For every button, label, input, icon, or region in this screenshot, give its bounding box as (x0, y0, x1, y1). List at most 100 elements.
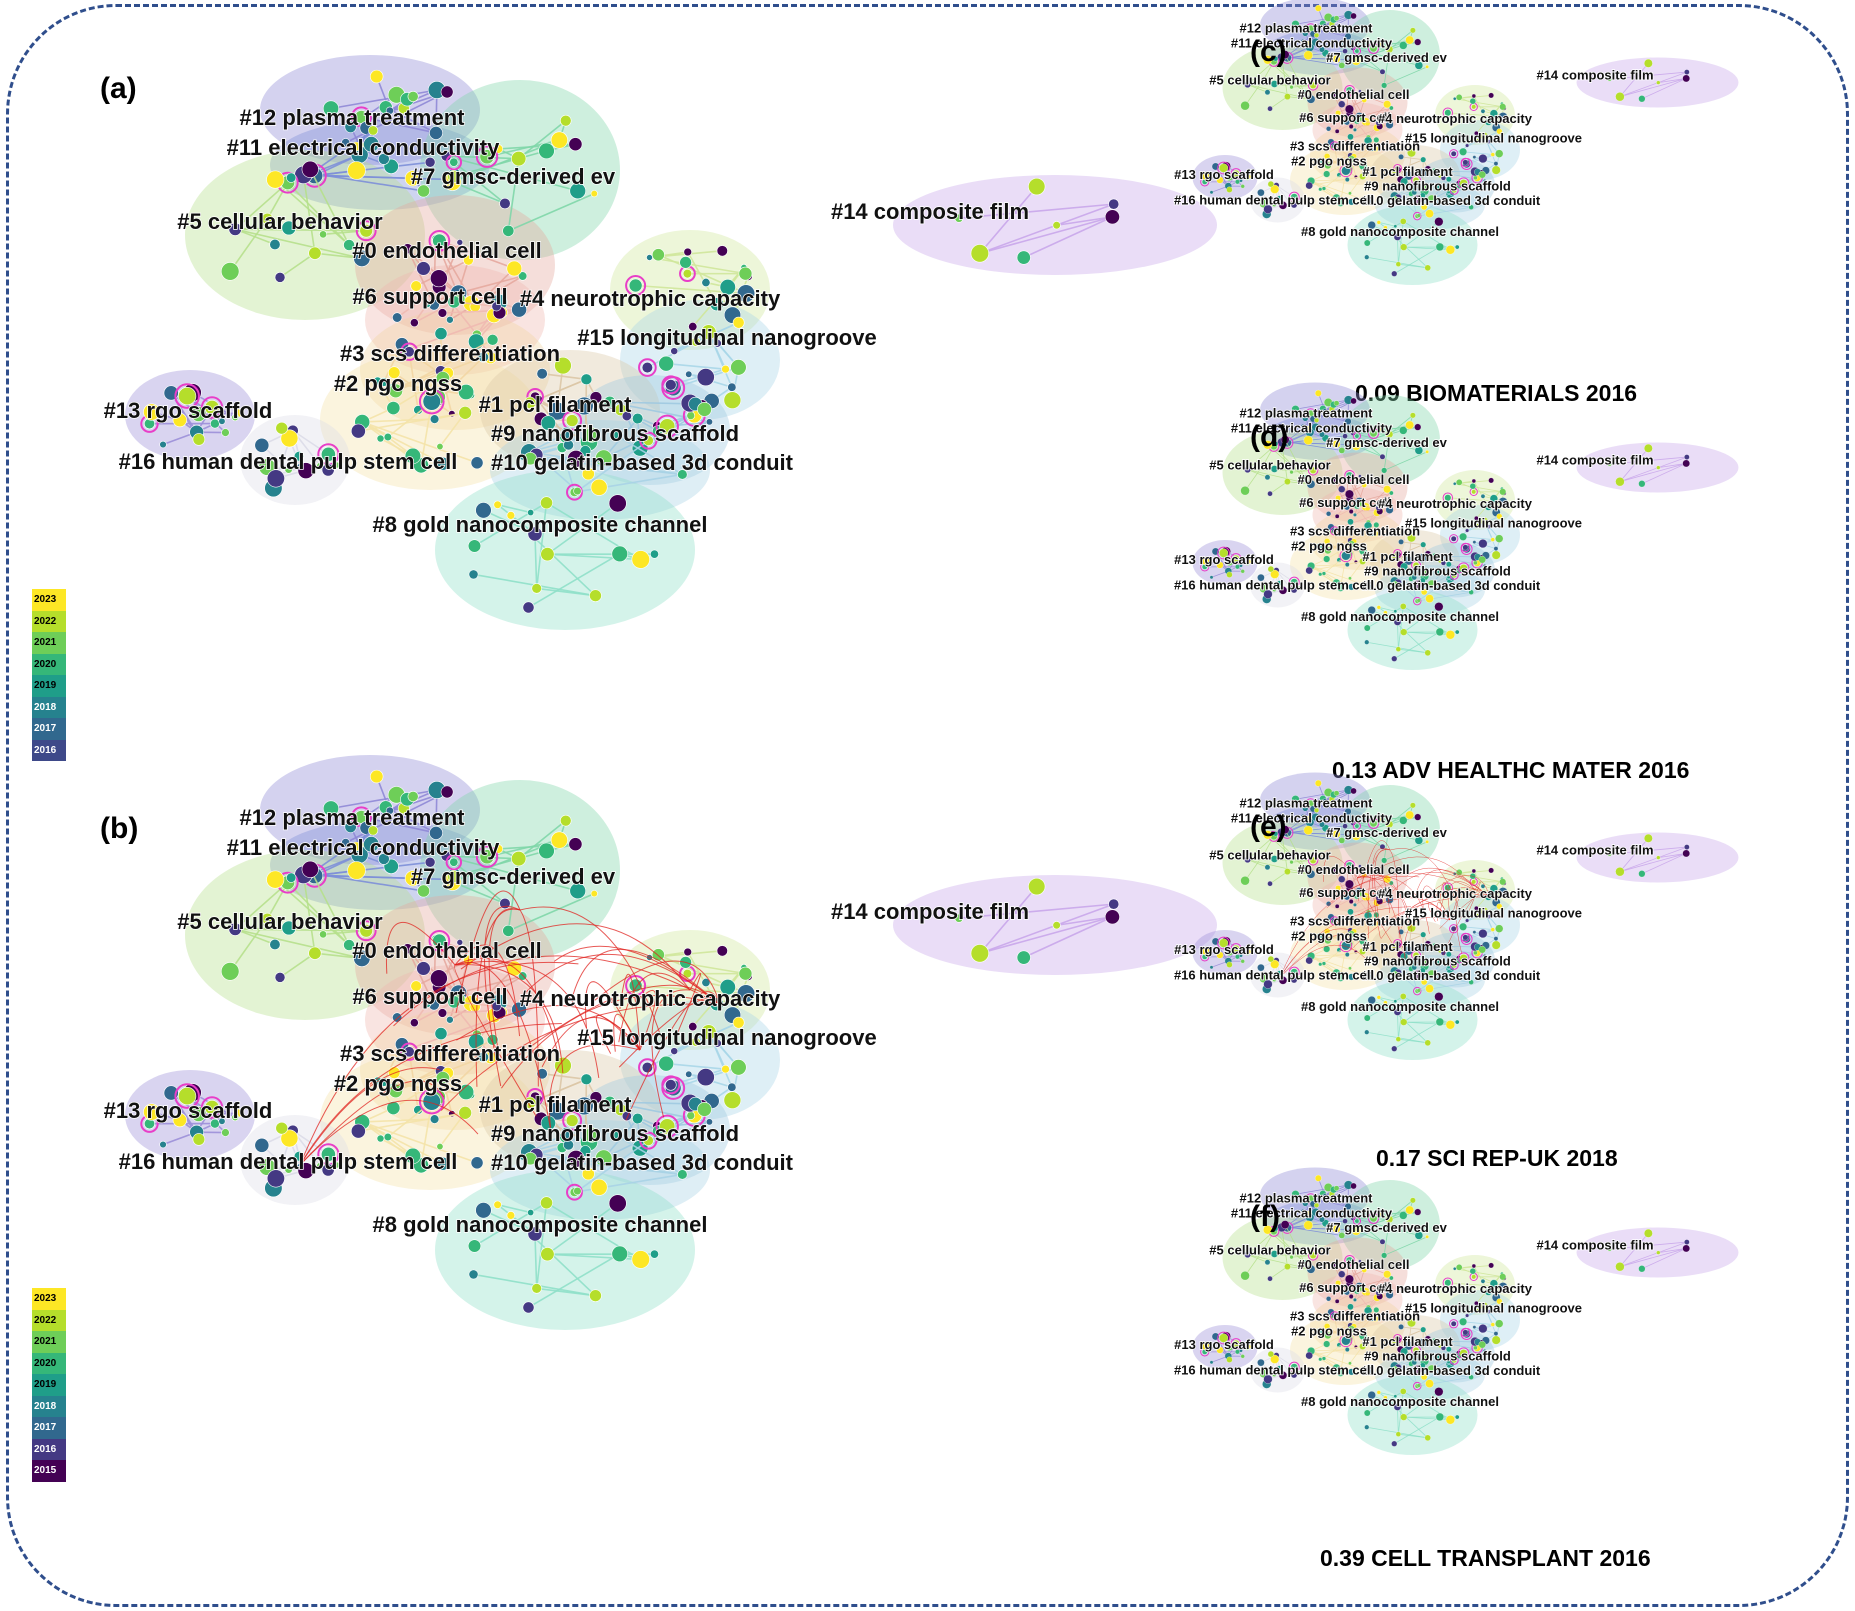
network-node (1245, 176, 1250, 181)
cluster-link (274, 178, 350, 246)
network-node (1462, 544, 1469, 551)
burst-node-ring (1344, 84, 1356, 96)
cluster-link (1619, 63, 1649, 97)
cluster-area-5 (185, 150, 425, 320)
network-node (1373, 522, 1380, 528)
cluster-area-7 (1340, 785, 1440, 875)
cluster-link (1269, 481, 1288, 495)
network-node (1385, 1290, 1394, 1299)
network-node (1444, 109, 1452, 117)
citation-edge (454, 964, 537, 1117)
network-node (682, 268, 693, 279)
cluster-link (1310, 1350, 1369, 1372)
cluster-link (1418, 964, 1455, 991)
citation-edge (1279, 875, 1420, 978)
network-node (1395, 261, 1401, 267)
network-node (1314, 389, 1322, 397)
burst-node-ring (1339, 939, 1353, 953)
burst-node-ring (1352, 46, 1362, 56)
network-node (1444, 1279, 1452, 1287)
cluster-link (1352, 432, 1419, 451)
cluster-link (1276, 569, 1295, 583)
burst-node-ring (1344, 1254, 1356, 1266)
cluster-link (420, 401, 433, 466)
network-node (1314, 807, 1320, 813)
cluster-link (1619, 853, 1687, 873)
network-node (547, 401, 567, 421)
burst-node-ring (1217, 936, 1230, 950)
cluster-link (1367, 488, 1388, 509)
network-node (1344, 1347, 1350, 1352)
cluster-link (1477, 1300, 1500, 1312)
cluster-link (1267, 834, 1305, 868)
burst-node-ring (1413, 1381, 1422, 1391)
network-node (363, 836, 380, 853)
network-node (1364, 1029, 1370, 1035)
network-node (1459, 1349, 1468, 1358)
cluster-link (1477, 130, 1500, 142)
cluster-link (287, 182, 350, 246)
network-node (228, 922, 242, 936)
cluster-link (497, 1203, 531, 1214)
network-node (1383, 1270, 1392, 1279)
network-node (1264, 89, 1271, 96)
network-node (1656, 80, 1661, 85)
cluster-link (1321, 141, 1332, 162)
network-node (1332, 578, 1341, 588)
cluster-link (1397, 1011, 1399, 1040)
network-node (1209, 1360, 1214, 1365)
network-node (1353, 512, 1357, 517)
network-node (1358, 474, 1362, 478)
network-node (456, 239, 464, 246)
network-node (434, 1027, 448, 1040)
legend-year-2021: 2021 (32, 632, 66, 654)
network-node (1451, 187, 1457, 193)
cluster-link (1658, 1248, 1687, 1254)
network-node (1324, 538, 1331, 545)
cluster-link (1371, 224, 1398, 238)
network-node (1455, 94, 1463, 101)
cluster-link (1333, 1264, 1348, 1293)
burst-node-ring (1339, 549, 1353, 563)
citation-edge (1350, 896, 1491, 951)
network-node (1344, 177, 1350, 182)
network-node (308, 946, 322, 960)
network-node (1273, 1226, 1279, 1232)
network-node (1416, 213, 1421, 218)
network-node (1361, 482, 1367, 488)
burst-node-ring (1230, 1338, 1242, 1350)
network-node (1450, 150, 1457, 157)
citation-edge (1442, 890, 1491, 956)
network-node (351, 141, 361, 152)
cluster-link (1334, 145, 1340, 176)
cluster-link (361, 1121, 478, 1164)
network-node (1240, 486, 1250, 496)
network-node (1495, 534, 1504, 543)
network-node (231, 413, 239, 422)
cluster-label-5: #5 cellular behavior (1209, 73, 1330, 88)
cluster-label-6: #6 support cell (1299, 885, 1391, 900)
network-node (1319, 1216, 1325, 1223)
network-node (1434, 217, 1444, 227)
cluster-label-8: #8 gold nanocomposite channel (1301, 1394, 1499, 1409)
cluster-link (1310, 1350, 1352, 1373)
citation-edge (454, 964, 564, 1074)
network-node (954, 913, 964, 923)
cluster-link (1310, 1198, 1349, 1207)
cluster-label-10: #10 gelatin-based 3d conduit (1362, 968, 1541, 983)
network-node (1403, 170, 1414, 181)
cluster-link (1023, 916, 1113, 959)
network-node (409, 318, 419, 328)
network-node (540, 1247, 555, 1262)
citation-edge (1415, 869, 1491, 898)
network-node (1446, 1346, 1452, 1353)
network-node (1409, 802, 1416, 809)
network-node (1305, 181, 1313, 190)
network-node (1291, 795, 1300, 804)
network-node (1435, 959, 1441, 966)
network-node (1209, 190, 1214, 195)
burst-node-ring (1217, 1331, 1230, 1345)
network-node (378, 153, 390, 165)
network-node (1472, 1325, 1477, 1329)
cluster-label-4: #4 neurotrophic capacity (1378, 496, 1533, 511)
